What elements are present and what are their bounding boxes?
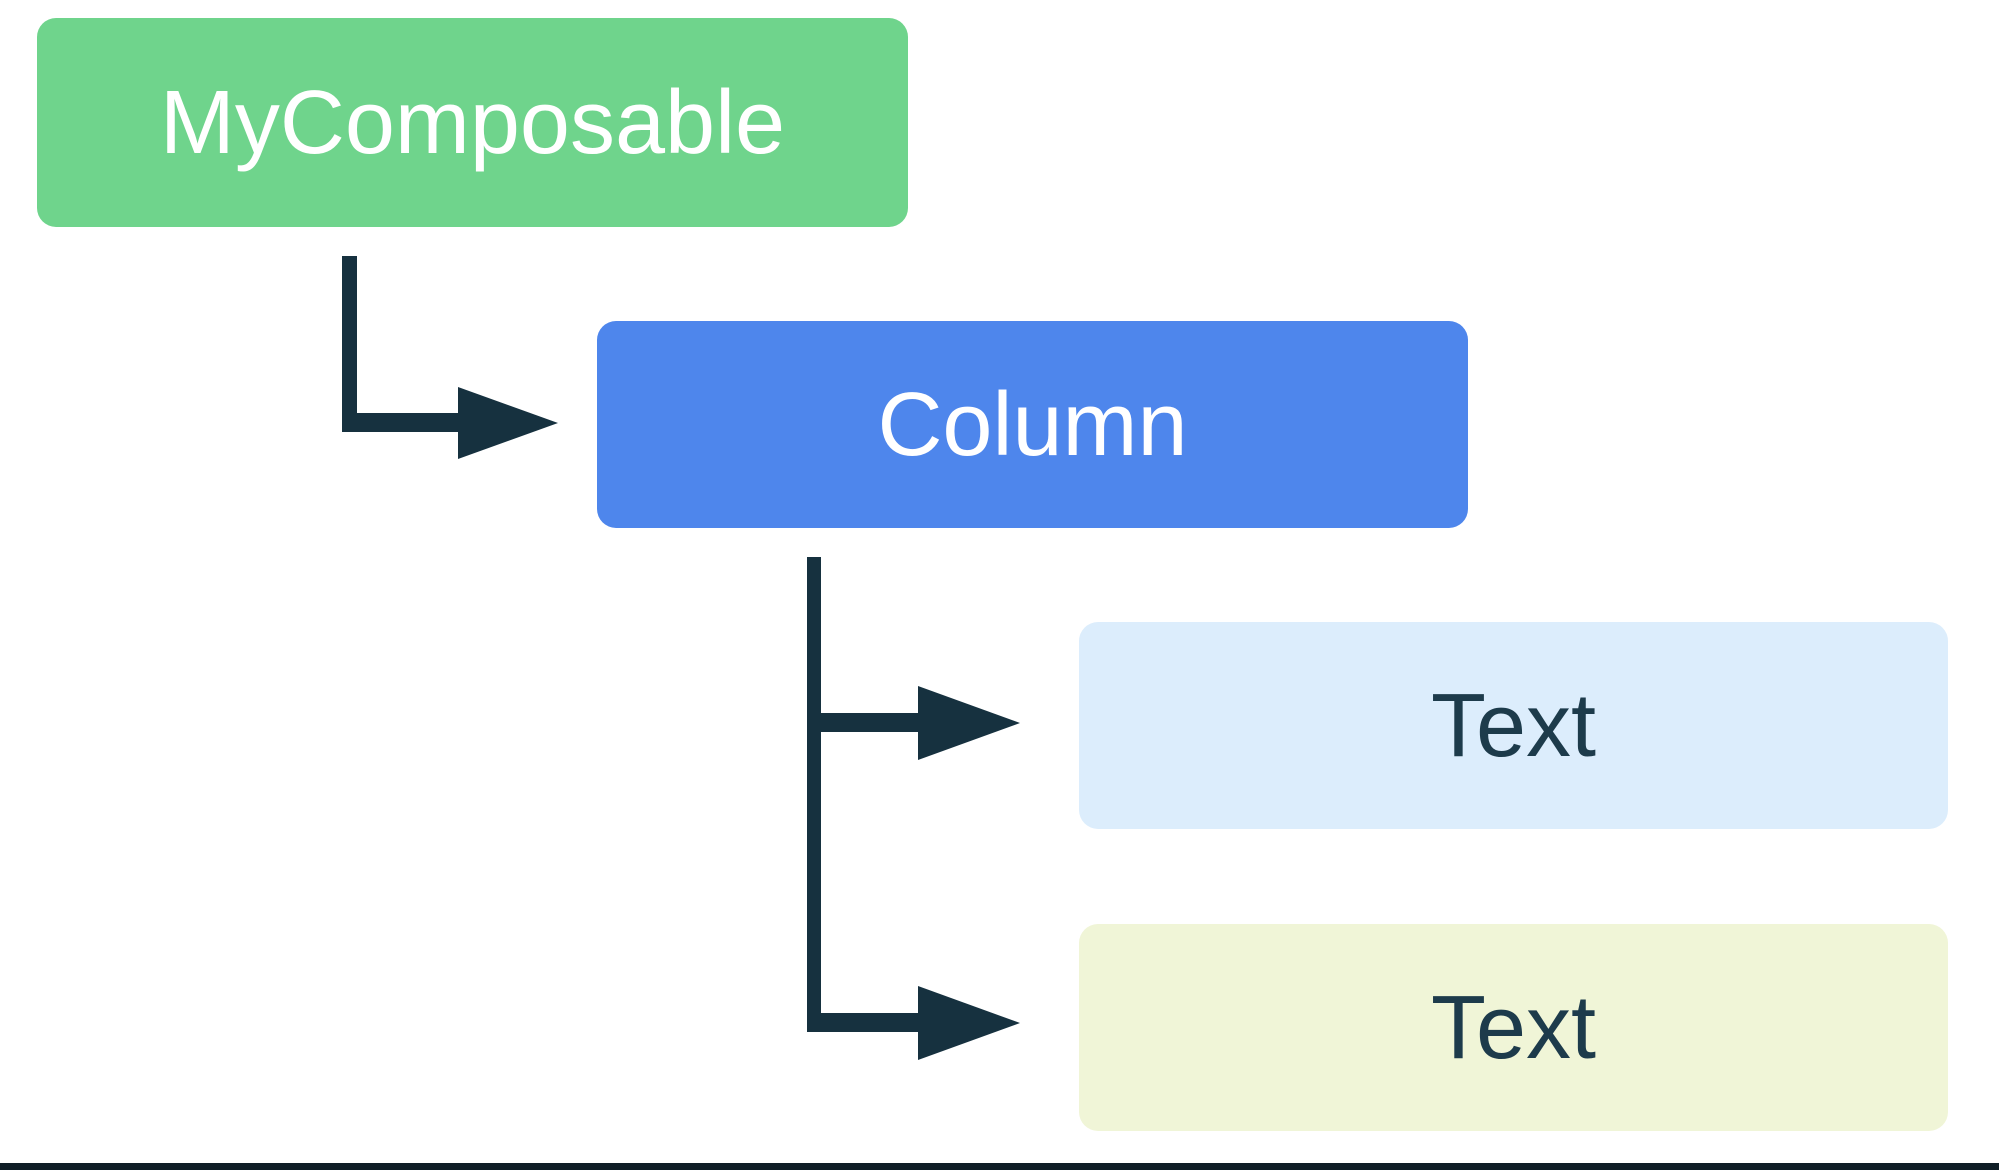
edge1-vertical-line xyxy=(342,256,357,432)
node-text-first: Text xyxy=(1079,622,1948,829)
edge1-horizontal-line xyxy=(342,413,458,432)
edge2-branch2-arrowhead-icon xyxy=(918,986,1020,1060)
node-text-first-label: Text xyxy=(1430,675,1597,776)
edge2-branch1-arrowhead-icon xyxy=(918,686,1020,760)
edge2-branch2-horizontal-line xyxy=(807,1013,918,1032)
node-mycomposable: MyComposable xyxy=(37,18,908,227)
edge1-arrowhead-icon xyxy=(458,387,558,459)
node-text-second-label: Text xyxy=(1430,977,1597,1078)
node-text-second: Text xyxy=(1079,924,1948,1131)
node-column: Column xyxy=(597,321,1468,528)
node-column-label: Column xyxy=(877,374,1188,475)
edge2-branch1-horizontal-line xyxy=(807,713,918,732)
bottom-border-line xyxy=(0,1163,1999,1170)
node-mycomposable-label: MyComposable xyxy=(159,72,786,173)
edge2-vertical-line xyxy=(807,557,821,1032)
